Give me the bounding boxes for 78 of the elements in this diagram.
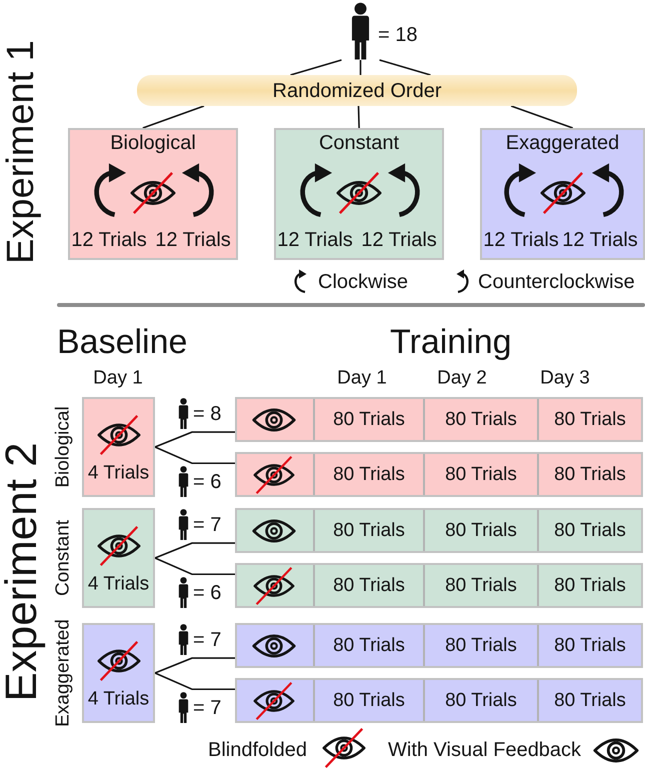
condition-box <box>480 128 645 260</box>
trial-cell: 80 Trials <box>537 625 641 666</box>
trial-count: 12 Trials <box>483 230 559 250</box>
person-icon <box>351 2 370 60</box>
trial-cell: 80 Trials <box>423 680 537 721</box>
banner: Randomized Order <box>137 75 577 106</box>
baseline-box <box>82 397 155 497</box>
phase-heading: Training <box>390 325 512 359</box>
condition-label: Biological <box>54 406 72 488</box>
legend-label: Counterclockwise <box>478 272 635 292</box>
connector-line <box>154 431 235 448</box>
condition-title: Biological <box>110 133 196 153</box>
trial-cell: 80 Trials <box>537 454 641 495</box>
trial-count: 12 Trials <box>155 230 231 250</box>
connector-line <box>290 59 342 76</box>
training-row <box>235 397 643 442</box>
trial-cell: 80 Trials <box>537 510 641 551</box>
training-row <box>235 623 643 668</box>
trial-cell: 80 Trials <box>423 625 537 666</box>
legend-label: Clockwise <box>318 272 408 292</box>
legend-label: Blindfolded <box>208 740 307 760</box>
section-title: Experiment 2 <box>0 442 44 702</box>
connector-line <box>154 672 235 690</box>
trial-cell: 80 Trials <box>537 399 641 440</box>
training-row <box>235 563 643 608</box>
connector-line <box>154 657 235 674</box>
connector-line <box>154 557 235 576</box>
participant-count: = 7 <box>193 698 222 718</box>
participant-count: = 8 <box>193 404 222 424</box>
training-row <box>235 508 643 553</box>
trial-cell: 80 Trials <box>423 454 537 495</box>
condition-title: Exaggerated <box>506 133 620 153</box>
condition-box <box>274 128 444 260</box>
trial-count: 4 Trials <box>88 690 150 708</box>
connector-line <box>154 542 235 559</box>
phase-heading: Baseline <box>57 325 188 359</box>
trial-count: 12 Trials <box>562 230 638 250</box>
condition-box <box>68 128 238 260</box>
trial-cell: 80 Trials <box>313 454 423 495</box>
condition-title: Constant <box>318 133 400 153</box>
training-row <box>235 452 643 497</box>
trial-cell: 80 Trials <box>313 510 423 551</box>
day-heading: Day 3 <box>540 368 590 388</box>
trial-cell: 80 Trials <box>313 399 423 440</box>
baseline-box <box>82 508 155 608</box>
connector-line <box>360 60 362 75</box>
connector-line <box>142 105 204 129</box>
legend-label: With Visual Feedback <box>388 740 582 760</box>
trial-count: 12 Trials <box>277 230 353 250</box>
trial-cell: 80 Trials <box>313 565 423 606</box>
trial-cell: 80 Trials <box>313 625 423 666</box>
training-row <box>235 678 643 723</box>
connector-line <box>358 106 360 128</box>
day-heading: Day 1 <box>337 368 387 388</box>
baseline-box <box>82 623 155 723</box>
trial-count: 12 Trials <box>361 230 437 250</box>
connector-line <box>379 59 431 76</box>
participant-count: = 7 <box>193 515 222 535</box>
trial-count: 4 Trials <box>88 574 150 594</box>
participant-count: = 7 <box>193 630 222 650</box>
condition-label: Constant <box>54 520 72 596</box>
trial-cell: 80 Trials <box>423 565 537 606</box>
trial-count: 12 Trials <box>71 230 147 250</box>
participant-count: = 6 <box>193 583 222 603</box>
trial-cell: 80 Trials <box>537 680 641 721</box>
trial-cell: 80 Trials <box>423 399 537 440</box>
participant-count: = 18 <box>378 25 418 45</box>
trial-cell: 80 Trials <box>313 680 423 721</box>
connector-line <box>510 105 574 129</box>
day-heading: Day 1 <box>93 368 143 388</box>
trial-cell: 80 Trials <box>423 510 537 551</box>
trial-cell: 80 Trials <box>537 565 641 606</box>
participant-count: = 6 <box>193 472 222 492</box>
section-title: Experiment 1 <box>2 40 40 264</box>
connector-line <box>154 446 235 464</box>
trial-count: 4 Trials <box>88 464 150 482</box>
condition-label: Exaggerated <box>54 619 72 727</box>
day-heading: Day 2 <box>437 368 487 388</box>
